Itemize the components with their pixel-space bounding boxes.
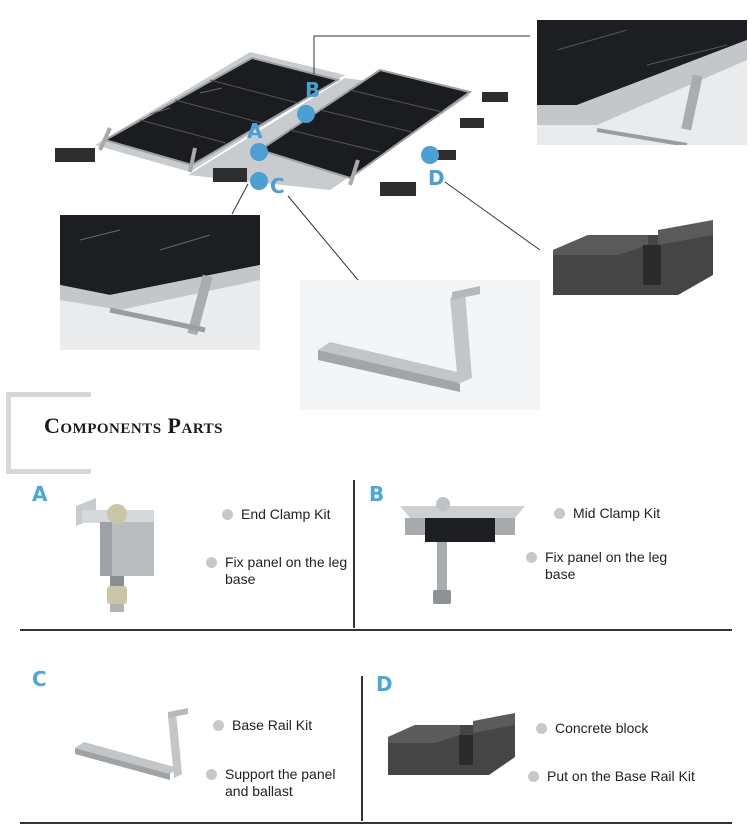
section-d-name-row: Concrete block xyxy=(536,720,648,737)
section-b-name-row: Mid Clamp Kit xyxy=(554,505,660,522)
section-b-desc: Fix panel on the leg base xyxy=(545,549,695,583)
section-b-desc-line2: base xyxy=(545,566,576,582)
mid-clamp-kit-image xyxy=(400,497,525,604)
section-b-desc-line1: Fix panel on the leg xyxy=(545,549,668,565)
callout-dot-c xyxy=(250,172,268,190)
section-a-desc: Fix panel on the leg base xyxy=(225,554,365,588)
bullet-icon xyxy=(213,720,224,731)
base-rail-kit-illustration xyxy=(300,280,540,410)
concrete-block-illustration xyxy=(553,220,713,295)
bullet-icon xyxy=(536,723,547,734)
section-c-desc: Support the panel and ballast xyxy=(225,766,365,800)
bullet-icon xyxy=(528,771,539,782)
divider-middle xyxy=(20,629,732,631)
section-letter-d: D xyxy=(376,672,393,696)
bullet-icon xyxy=(206,557,217,568)
inset-mid-clamp-closeup xyxy=(537,20,747,145)
section-letter-a: A xyxy=(32,482,48,506)
section-a-name: End Clamp Kit xyxy=(241,506,331,522)
solar-array-illustration xyxy=(55,35,541,305)
bullet-icon xyxy=(526,552,537,563)
inset-end-clamp-closeup xyxy=(60,215,260,350)
section-letter-c: C xyxy=(32,667,47,691)
concrete-block-image xyxy=(388,713,515,775)
bullet-icon xyxy=(222,509,233,520)
section-a-name-row: End Clamp Kit xyxy=(222,506,330,523)
divider-ab xyxy=(353,480,355,628)
callout-letter-d: D xyxy=(428,166,445,190)
callout-letter-c: C xyxy=(270,174,285,198)
callout-dot-d xyxy=(421,146,439,164)
section-d-desc: Put on the Base Rail Kit xyxy=(547,768,695,784)
page-title: Components Parts xyxy=(44,413,223,438)
section-c-desc-row: Support the panel and ballast xyxy=(206,766,365,800)
bullet-icon xyxy=(206,769,217,780)
section-a-desc-line2: base xyxy=(225,571,256,587)
callout-letter-b: B xyxy=(305,78,321,102)
callout-letter-a: A xyxy=(247,119,263,143)
end-clamp-kit-image xyxy=(76,498,154,612)
title-bracket xyxy=(6,392,91,474)
section-d-name: Concrete block xyxy=(555,720,649,736)
section-c-desc-line1: Support the panel xyxy=(225,766,336,782)
callout-dot-b xyxy=(297,105,315,123)
section-c-desc-line2: and ballast xyxy=(225,783,293,799)
section-letter-b: B xyxy=(369,482,385,506)
section-b-name: Mid Clamp Kit xyxy=(573,505,661,521)
divider-bottom xyxy=(20,822,732,824)
section-c-name-row: Base Rail Kit xyxy=(213,717,312,734)
section-d-desc-row: Put on the Base Rail Kit xyxy=(528,768,695,785)
divider-cd xyxy=(361,676,363,821)
section-c-name: Base Rail Kit xyxy=(232,717,313,733)
section-a-desc-row: Fix panel on the leg base xyxy=(206,554,365,588)
bullet-icon xyxy=(554,508,565,519)
section-b-desc-row: Fix panel on the leg base xyxy=(526,549,695,583)
section-a-desc-line1: Fix panel on the leg xyxy=(225,554,348,570)
callout-dot-a xyxy=(250,143,268,161)
base-rail-kit-image xyxy=(75,708,188,780)
